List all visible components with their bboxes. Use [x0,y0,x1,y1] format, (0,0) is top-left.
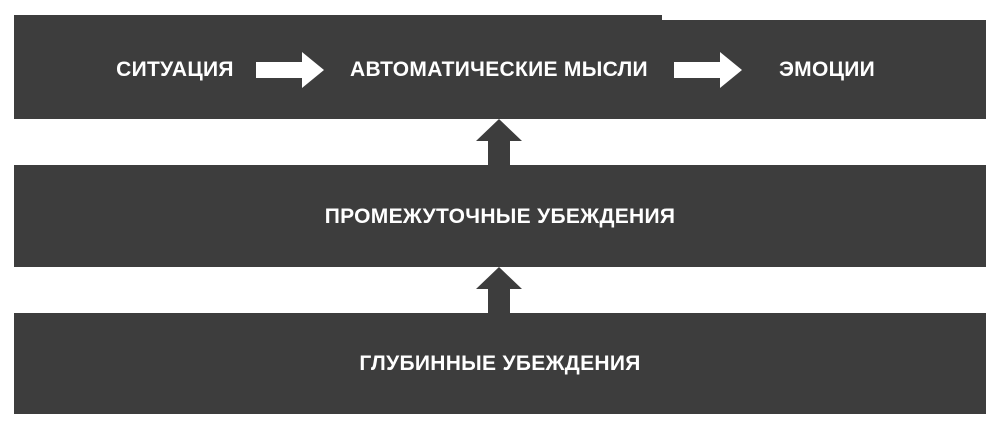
arrow-up-icon [476,119,522,165]
arrow-up-icon [476,267,522,313]
automatic-thoughts-label: АВТОМАТИЧЕСКИЕ МЫСЛИ [350,58,648,81]
situation-label: СИТУАЦИЯ [116,58,234,81]
arrow-right-icon [256,52,324,88]
emotions-label: ЭМОЦИИ [778,58,876,81]
intermediate-beliefs-label: ПРОМЕЖУТОЧНЫЕ УБЕЖДЕНИЯ [324,205,676,228]
intermediate-beliefs-box [14,165,986,267]
top-row-box-left [14,15,662,119]
core-beliefs-label: ГЛУБИННЫЕ УБЕЖДЕНИЯ [359,352,641,375]
arrow-right-icon [674,52,742,88]
core-beliefs-box [14,313,986,414]
